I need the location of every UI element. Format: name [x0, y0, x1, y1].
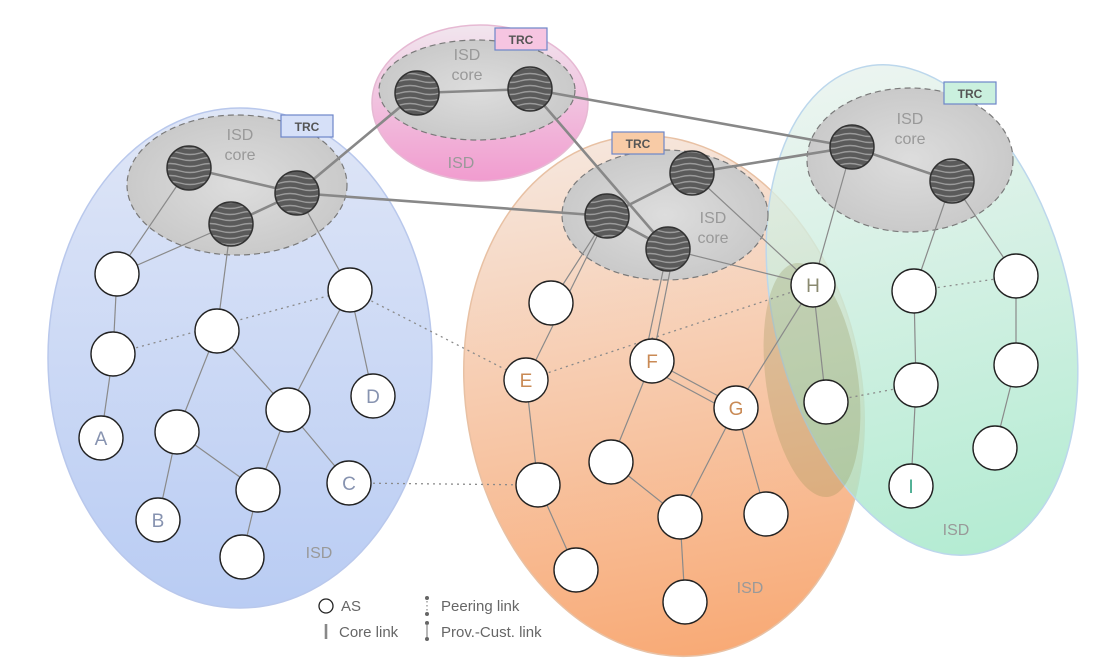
- legend: AS Core link Peering link Prov.-Cust. li…: [318, 596, 542, 641]
- trc-boxes: TRC TRC TRC TRC: [280, 27, 997, 155]
- legend-as-icon: [318, 598, 334, 614]
- node-label-e: E: [520, 371, 533, 392]
- legend-prov-cust-link-icon: [425, 621, 429, 641]
- isd-label-green: ISD: [943, 522, 970, 539]
- as-node-G: [713, 385, 759, 431]
- node-label-f: F: [646, 352, 658, 373]
- core-as-node: [507, 66, 553, 112]
- as-node: [528, 280, 574, 326]
- core-as-node: [166, 145, 212, 191]
- core-as-node: [584, 193, 630, 239]
- core-as-node: [669, 150, 715, 196]
- trc-label: TRC: [958, 87, 983, 101]
- isd-label-pink: ISD: [448, 155, 475, 172]
- core-as-node: [929, 158, 975, 204]
- legend-core-link-label: Core link: [339, 624, 399, 641]
- as-node-H: [790, 262, 836, 308]
- as-node-A: [78, 415, 124, 461]
- core-as-node: [829, 124, 875, 170]
- as-node: [235, 467, 281, 513]
- core-as-node: [394, 70, 440, 116]
- as-node: [662, 579, 708, 625]
- trc-badge-orange: TRC: [611, 131, 665, 155]
- legend-peering-link-icon: [425, 596, 429, 616]
- as-nodes: [78, 251, 1039, 625]
- core-link: [529, 88, 669, 250]
- core-as-nodes: [166, 66, 975, 272]
- trc-label: TRC: [295, 120, 320, 134]
- as-node-D: [350, 373, 396, 419]
- node-labels: A B C D E F G H I: [95, 276, 914, 532]
- core-as-node: [274, 170, 320, 216]
- trc-badge-blue: TRC: [280, 114, 334, 138]
- parallel-links: [647, 270, 723, 406]
- as-node: [588, 439, 634, 485]
- peering-link: [525, 284, 814, 381]
- peering-link: [348, 482, 539, 486]
- peering-link: [112, 289, 351, 355]
- link: [647, 270, 664, 343]
- as-node-E: [503, 357, 549, 403]
- as-node-C: [326, 460, 372, 506]
- as-node: [154, 409, 200, 455]
- trc-label: TRC: [626, 137, 651, 151]
- legend-peering-link-label: Peering link: [441, 598, 520, 615]
- core-link: [296, 92, 418, 194]
- as-node: [90, 331, 136, 377]
- isd-labels: ISD ISD ISD ISD: [306, 155, 970, 597]
- core-link: [691, 145, 853, 175]
- legend-as-label: AS: [341, 598, 361, 615]
- node-label-i: I: [908, 477, 913, 498]
- as-node: [891, 268, 937, 314]
- as-node: [972, 425, 1018, 471]
- node-label-a: A: [95, 429, 108, 450]
- legend-prov-cust-link-label: Prov.-Cust. link: [441, 624, 542, 641]
- as-node: [553, 547, 599, 593]
- trc-label: TRC: [509, 33, 534, 47]
- node-label-h: H: [806, 276, 820, 297]
- as-node: [94, 251, 140, 297]
- as-node-I: [888, 463, 934, 509]
- as-node: [893, 362, 939, 408]
- isd-label-orange: ISD: [737, 580, 764, 597]
- as-node: [657, 494, 703, 540]
- link: [691, 172, 814, 286]
- node-label-c: C: [342, 474, 356, 495]
- core-orange: [561, 149, 769, 281]
- as-node: [743, 491, 789, 537]
- as-node: [993, 342, 1039, 388]
- core-as-node: [645, 226, 691, 272]
- isd-label-blue: ISD: [306, 545, 333, 562]
- as-node-F: [629, 338, 675, 384]
- link: [667, 248, 814, 286]
- trc-badge-pink: TRC: [494, 27, 548, 51]
- as-node: [327, 267, 373, 313]
- core-as-node: [208, 201, 254, 247]
- as-node: [515, 462, 561, 508]
- as-node: [803, 379, 849, 425]
- link: [655, 270, 671, 343]
- as-node: [219, 534, 265, 580]
- isd-orange-green-overlap: [763, 262, 861, 498]
- node-label-b: B: [152, 511, 165, 532]
- core-link: [296, 191, 608, 218]
- node-label-g: G: [729, 399, 744, 420]
- core-link: [529, 87, 853, 149]
- as-node: [993, 253, 1039, 299]
- link: [812, 146, 853, 286]
- link: [735, 284, 814, 409]
- node-label-d: D: [366, 387, 380, 408]
- as-node-B: [135, 497, 181, 543]
- link: [667, 368, 723, 399]
- trc-badge-green: TRC: [943, 81, 997, 105]
- as-node: [265, 387, 311, 433]
- as-node: [194, 308, 240, 354]
- link: [663, 375, 719, 406]
